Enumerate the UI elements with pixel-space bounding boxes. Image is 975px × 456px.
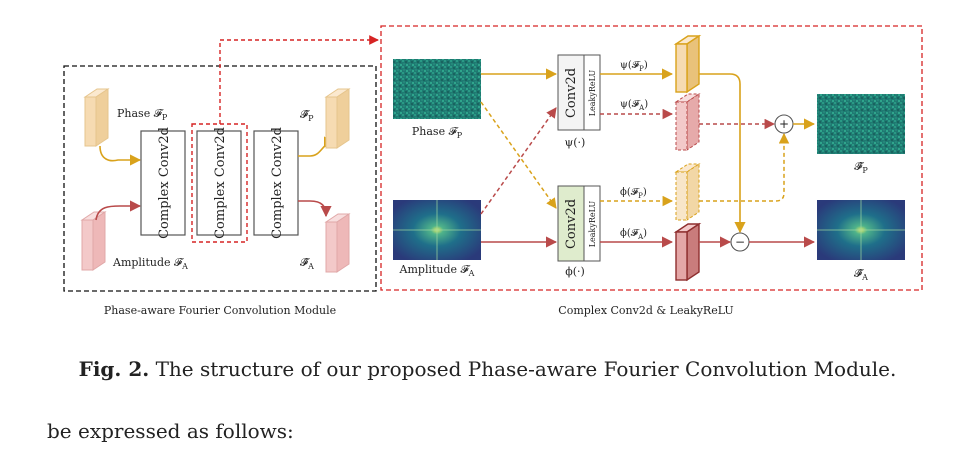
phi-conv-label: Conv2d: [564, 199, 579, 249]
psi-fa-tile: [674, 93, 701, 151]
left-phase-input-tile: [83, 88, 110, 147]
phi-fp-tile: [674, 163, 701, 221]
right-phase-output-image: [817, 94, 905, 154]
psi-fp-tile: [673, 34, 702, 94]
right-module-frame: [380, 25, 923, 291]
phase-to-phi-arrow: [480, 101, 557, 209]
complex-conv-block-3: [253, 130, 299, 236]
right-module-title: Complex Conv2d & LeakyReLU: [558, 304, 733, 317]
psi-conv-block: [557, 54, 585, 131]
figure-number: Fig. 2.: [78, 357, 150, 381]
left-amplitude-input-tile: [80, 211, 107, 271]
right-module: Phase 𝓕P Amplitude 𝓕A Conv2d LeakyReLU ψ…: [380, 25, 923, 317]
phi-conv-block: [557, 185, 585, 262]
phi-fp-label: ϕ(𝓕P): [620, 187, 647, 200]
left-phase-input-arrow: [99, 145, 142, 166]
minus-sign: −: [735, 235, 745, 249]
phi-act-block: [583, 185, 601, 262]
phi-fp-to-plus-arrow: [699, 132, 790, 202]
complex-conv-block-3-label: Complex Conv2d: [270, 127, 285, 239]
left-amp-output-arrow: [298, 200, 332, 218]
plus-sign: +: [779, 117, 789, 131]
left-amp-output-tile: [324, 213, 351, 273]
psi-fp-to-minus-arrow: [699, 73, 746, 234]
right-amplitude-label: Amplitude 𝓕A: [399, 263, 475, 278]
figure-caption: Fig. 2. The structure of our proposed Ph…: [0, 357, 975, 381]
module-diagram: Phase 𝓕P Amplitude 𝓕A Complex Conv2d Com…: [63, 25, 923, 317]
left-phase-label: Phase 𝓕P: [117, 107, 168, 122]
left-out-amp-label: 𝓕̂A: [300, 256, 314, 271]
zoom-connector: [219, 35, 379, 124]
phi-act-label: LeakyReLU: [588, 200, 597, 247]
psi-fa-label: ψ(𝓕A): [620, 99, 648, 112]
complex-conv-block-1: [140, 130, 186, 236]
left-phase-output-tile: [324, 88, 351, 149]
psi-act-label: LeakyReLU: [588, 69, 597, 116]
body-paragraph: be expressed as follows:: [47, 419, 294, 443]
left-module-title: Phase-aware Fourier Convolution Module: [104, 304, 336, 317]
left-amplitude-label: Amplitude 𝓕A: [112, 256, 188, 271]
right-phase-label: Phase 𝓕P: [412, 125, 463, 140]
right-out-phase-label: 𝓕̂P: [854, 160, 868, 175]
right-phase-input-image: [393, 59, 481, 119]
psi-act-block: [583, 54, 601, 131]
complex-conv-block-2-label: Complex Conv2d: [213, 127, 228, 239]
psi-conv-label: Conv2d: [564, 68, 579, 118]
phi-label: ϕ(·): [565, 265, 585, 278]
figure-caption-text: The structure of our proposed Phase-awar…: [149, 357, 897, 381]
complex-conv-block-2-highlight: [191, 123, 248, 243]
complex-conv-block-1-label: Complex Conv2d: [157, 127, 172, 239]
left-out-phase-label: 𝓕̂P: [300, 108, 314, 123]
psi-label: ψ(·): [565, 136, 586, 149]
right-out-amp-label: 𝓕̂A: [854, 267, 868, 282]
amp-to-psi-arrow: [480, 107, 557, 215]
complex-conv-block-2: [196, 130, 242, 236]
phi-fa-label: ϕ(𝓕A): [620, 228, 647, 241]
left-amp-input-arrow: [95, 200, 142, 221]
psi-fp-label: ψ(𝓕P): [620, 60, 648, 73]
left-module: Phase 𝓕P Amplitude 𝓕A Complex Conv2d Com…: [63, 65, 377, 317]
phi-fa-tile: [673, 222, 702, 282]
